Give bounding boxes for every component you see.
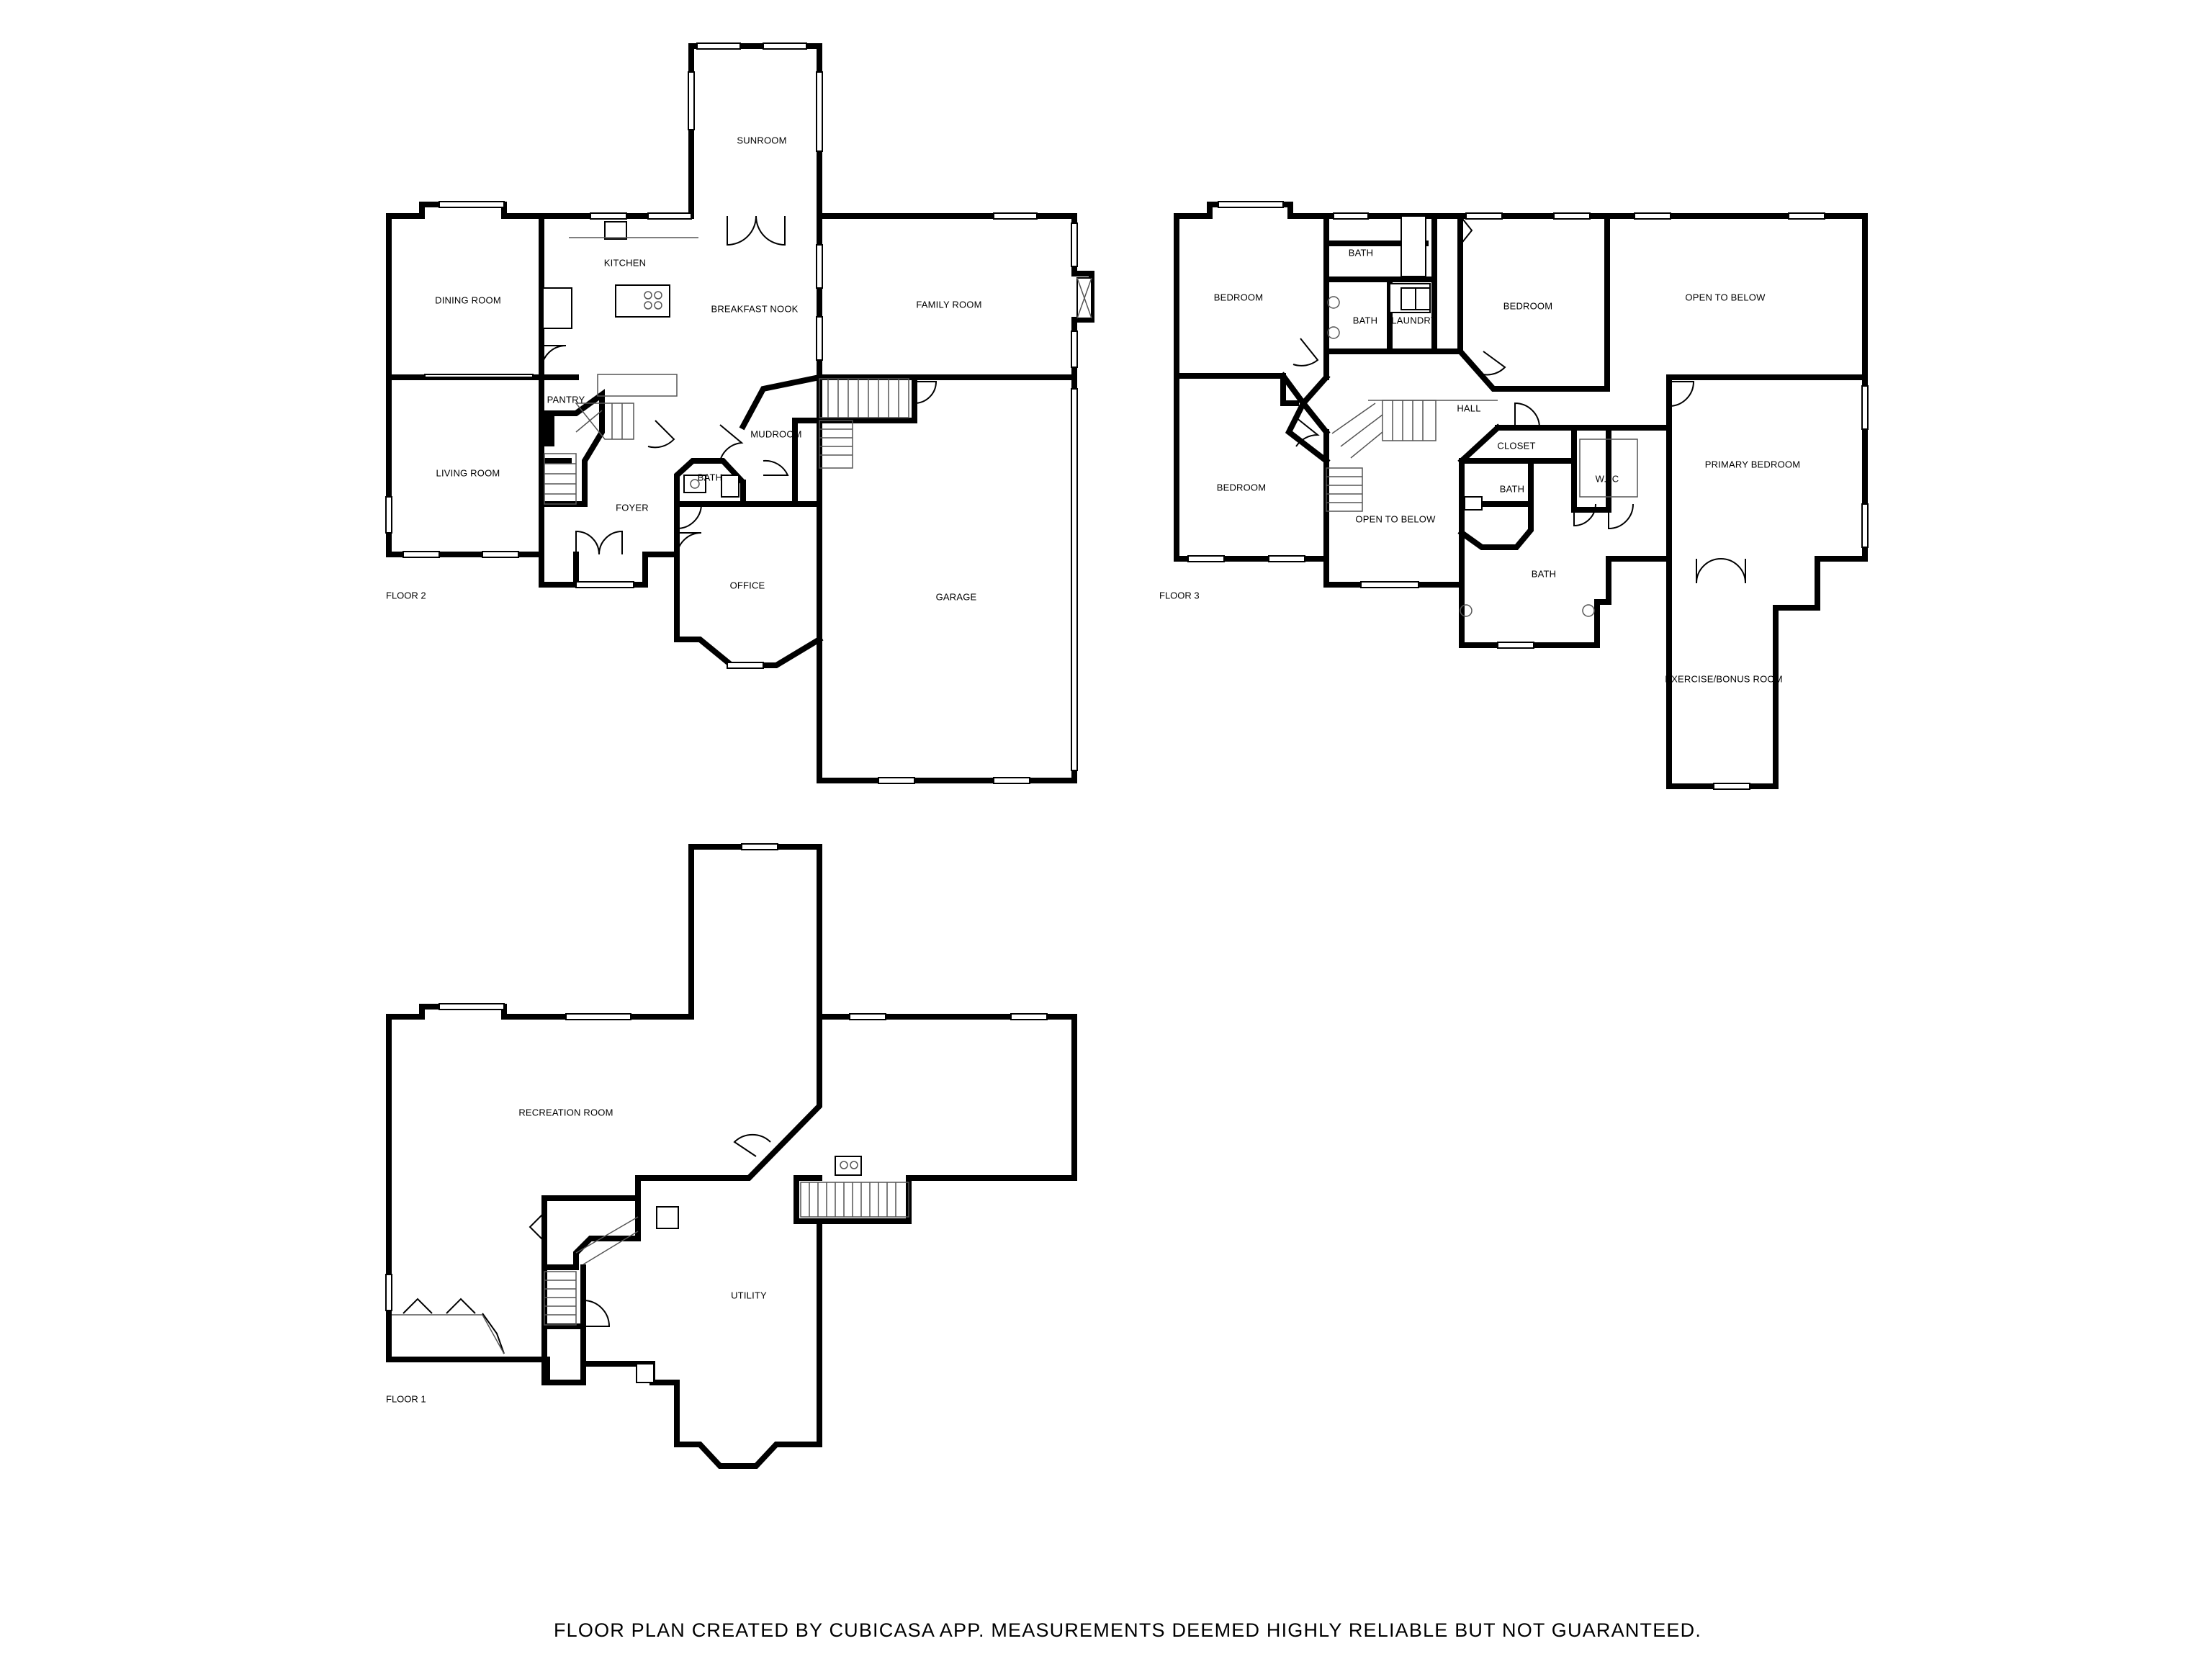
footer-disclaimer: FLOOR PLAN CREATED BY CUBICASA APP. MEAS… bbox=[554, 1619, 1701, 1641]
room-label-bedroom-w: BEDROOM bbox=[1217, 482, 1267, 493]
floor-3: BEDROOM BATH BATH LAUNDRY BEDROOM OPEN T… bbox=[1159, 201, 1869, 790]
room-label-living-room: LIVING ROOM bbox=[436, 467, 500, 478]
room-label-garage: GARAGE bbox=[936, 591, 977, 602]
room-label-office: OFFICE bbox=[730, 580, 765, 590]
floor-1: RECREATION ROOM UTILITY FLOOR 1 bbox=[385, 843, 1077, 1469]
pantry-fill bbox=[541, 414, 554, 446]
floor-label-1: FLOOR 1 bbox=[386, 1393, 426, 1404]
floor-label-2: FLOOR 2 bbox=[386, 590, 426, 601]
room-label-bedroom-n: BEDROOM bbox=[1503, 300, 1553, 311]
room-label-wic: W.I.C bbox=[1596, 473, 1619, 484]
stairs-floor2-a bbox=[819, 378, 909, 469]
room-label-bath-primary: BATH bbox=[1532, 568, 1557, 579]
room-label-mudroom: MUDROOM bbox=[750, 428, 801, 439]
room-label-open-to-below-ne: OPEN TO BELOW bbox=[1685, 292, 1766, 302]
room-label-laundry: LAUNDRY bbox=[1391, 315, 1437, 325]
room-label-bath-mid: BATH bbox=[1353, 315, 1378, 325]
room-label-bedroom-nw: BEDROOM bbox=[1214, 292, 1264, 302]
room-label-foyer: FOYER bbox=[616, 502, 649, 513]
room-label-open-to-below-s: OPEN TO BELOW bbox=[1355, 513, 1436, 524]
room-label-exercise-bonus-room: EXERCISE/BONUS ROOM bbox=[1665, 673, 1782, 684]
room-label-kitchen: KITCHEN bbox=[604, 257, 646, 268]
room-label-dining-room: DINING ROOM bbox=[435, 295, 501, 305]
stairs-floor1 bbox=[544, 1182, 909, 1326]
room-label-primary-bedroom: PRIMARY BEDROOM bbox=[1705, 459, 1801, 469]
floor-label-3: FLOOR 3 bbox=[1159, 590, 1200, 601]
room-label-sunroom: SUNROOM bbox=[737, 135, 786, 145]
room-label-pantry: PANTRY bbox=[547, 394, 585, 405]
room-label-bath-small: BATH bbox=[1500, 483, 1525, 494]
room-label-breakfast-nook: BREAKFAST NOOK bbox=[711, 303, 798, 314]
room-label-utility: UTILITY bbox=[731, 1290, 767, 1300]
room-label-family-room: FAMILY ROOM bbox=[916, 299, 981, 310]
room-label-hall: HALL bbox=[1457, 403, 1480, 413]
floor-2: SUNROOM KITCHEN DINING ROOM BREAKFAST NO… bbox=[385, 42, 1094, 784]
room-label-closet: CLOSET bbox=[1497, 440, 1535, 451]
stairs-floor3 bbox=[1326, 400, 1498, 512]
room-label-recreation-room: RECREATION ROOM bbox=[518, 1107, 613, 1118]
stairs-floor2-b bbox=[544, 403, 634, 505]
room-label-bath-top: BATH bbox=[1349, 247, 1374, 258]
room-label-bath: BATH bbox=[698, 472, 723, 482]
